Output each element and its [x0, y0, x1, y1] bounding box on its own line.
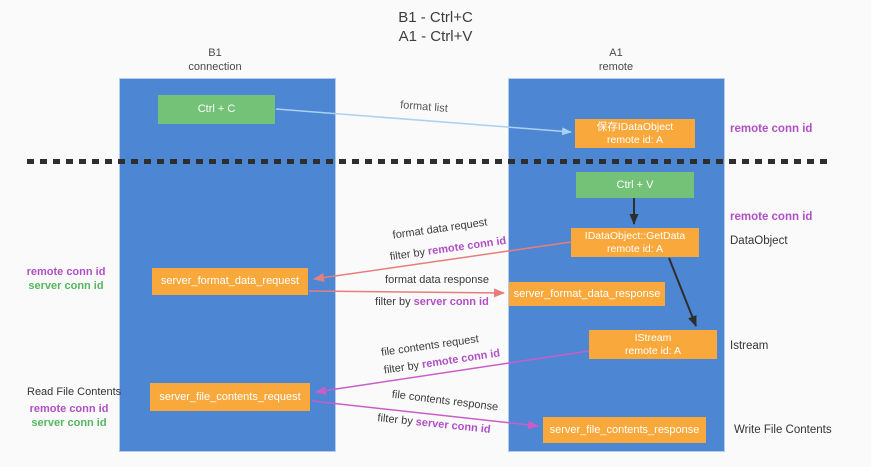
- save-dataobject-box: 保存IDataObject remote id: A: [575, 119, 695, 148]
- remote-conn-id-annotation-top: remote conn id: [730, 123, 813, 135]
- format-data-request-label: format data request: [391, 216, 489, 242]
- save-dataobject-subtitle: remote id: A: [606, 133, 664, 146]
- remote-conn-id-annotation-left: remote conn id: [26, 266, 106, 278]
- format-list-label: format list: [399, 99, 449, 115]
- istream-subtitle: remote id: A: [624, 344, 682, 357]
- server-conn-id-annotation-left: server conn id: [28, 280, 104, 292]
- server-file-contents-response-box: server_file_contents_response: [543, 417, 706, 443]
- istream-title: IStream: [634, 331, 672, 344]
- idataobject-getdata-box: IDataObject::GetData remote id: A: [571, 228, 699, 257]
- filter-by-text: filter by: [389, 246, 426, 264]
- server-file-contents-request-label: server_file_contents_request: [159, 390, 301, 403]
- read-file-contents-annotation: Read File Contents: [27, 386, 122, 398]
- getdata-subtitle: remote id: A: [606, 242, 664, 255]
- remote-conn-id-annotation-middle: remote conn id: [730, 211, 813, 223]
- lifeline-header-a1: A1 remote: [551, 46, 681, 74]
- filter-by-text: filter by: [376, 412, 414, 428]
- dataobject-annotation: DataObject: [730, 235, 788, 247]
- lifeline-b1-role: connection: [188, 61, 242, 73]
- server-format-data-request-label: server_format_data_request: [160, 275, 300, 287]
- ctrl-v-box: Ctrl + V: [576, 172, 694, 198]
- file-contents-response-label: file contents response: [391, 388, 499, 414]
- diagram-title: B1 - Ctrl+C A1 - Ctrl+V: [0, 8, 871, 46]
- server-file-contents-request-box: server_file_contents_request: [150, 383, 310, 411]
- title-line-1: B1 - Ctrl+C: [398, 9, 473, 26]
- lifeline-a1-role: remote: [598, 61, 634, 73]
- format-conn-id-annotation-group: remote conn id server conn id: [24, 265, 108, 293]
- write-file-contents-annotation: Write File Contents: [734, 424, 832, 436]
- server-conn-id-text: server conn id: [413, 296, 489, 308]
- istream-box: IStream remote id: A: [589, 330, 717, 359]
- filter-by-text: filter by: [375, 296, 411, 308]
- server-format-data-response-box: server_format_data_response: [509, 282, 665, 306]
- save-dataobject-title: 保存IDataObject: [596, 120, 674, 133]
- getdata-title: IDataObject::GetData: [584, 229, 686, 242]
- remote-conn-id-text: remote conn id: [427, 234, 507, 258]
- server-file-contents-response-label: server_file_contents_response: [549, 423, 700, 436]
- title-line-2: A1 - Ctrl+V: [398, 28, 473, 45]
- ctrl-v-label: Ctrl + V: [616, 178, 654, 191]
- remote-conn-id-annotation-left2: remote conn id: [29, 403, 109, 415]
- lifeline-a1-name: A1: [609, 47, 623, 59]
- filter-by-text: filter by: [383, 359, 420, 377]
- file-conn-id-annotation-group: remote conn id server conn id: [28, 402, 110, 430]
- server-conn-id-text: server conn id: [415, 416, 492, 436]
- server-format-data-response-label: server_format_data_response: [513, 287, 661, 300]
- lifeline-header-b1: B1 connection: [150, 46, 280, 74]
- copy-paste-separator-dashed-line: [27, 159, 833, 164]
- istream-annotation: Istream: [730, 340, 769, 352]
- server-conn-id-annotation-left2: server conn id: [31, 417, 107, 429]
- ctrl-c-label: Ctrl + C: [197, 103, 236, 115]
- format-data-response-arrow: [308, 288, 505, 298]
- format-data-response-label: format data response: [385, 274, 489, 286]
- lifeline-b1-name: B1: [208, 47, 222, 59]
- ctrl-c-box: Ctrl + C: [158, 95, 275, 124]
- server-format-data-request-box: server_format_data_request: [152, 268, 308, 295]
